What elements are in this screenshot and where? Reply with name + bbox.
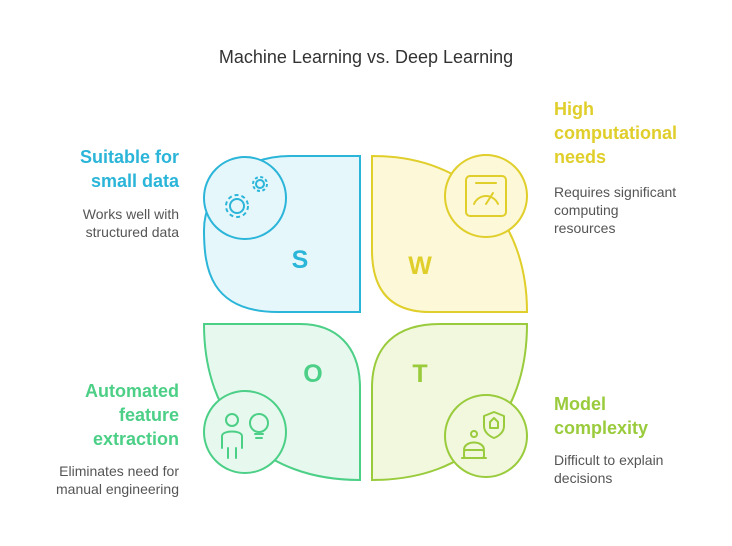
w-quadrant-shape [371, 154, 529, 313]
o-letter: O [303, 360, 322, 388]
t-quadrant-shape [371, 323, 529, 482]
w-description: Requires significant computing resources [554, 184, 677, 236]
t-heading: Model complexity [554, 394, 649, 438]
robot-shield-icon [444, 394, 528, 478]
o-heading: Automated feature extraction [85, 381, 179, 449]
t-description: Difficult to explain decisions [554, 452, 664, 486]
s-heading: Suitable for small data [79, 147, 179, 191]
gears-icon [203, 156, 287, 240]
diagram-title: Machine Learning vs. Deep Learning [218, 47, 514, 67]
s-letter: S [292, 246, 309, 274]
person-lightbulb-icon [203, 390, 287, 474]
w-letter: W [408, 252, 432, 280]
o-description: Eliminates need for manual engineering [56, 463, 179, 497]
s-description: Works well with structured data [82, 206, 179, 240]
o-quadrant-shape [202, 323, 361, 482]
gauge-icon [444, 154, 528, 238]
w-heading: High computational needs [554, 99, 678, 167]
t-letter: T [412, 360, 427, 388]
